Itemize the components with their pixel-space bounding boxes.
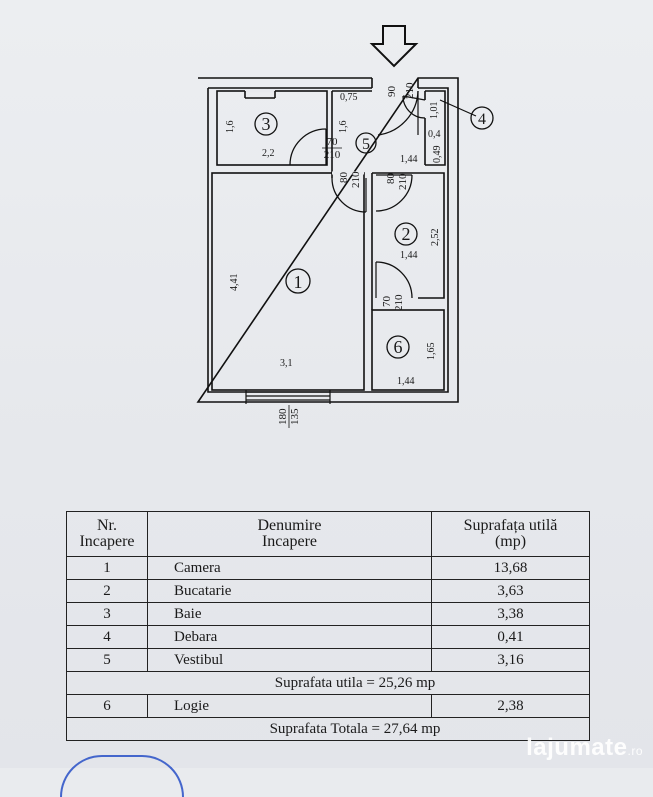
dim-label: 1,01 [429, 102, 440, 120]
cell-nr: 3 [66, 602, 148, 626]
dim-label: 0,75 [340, 92, 358, 103]
dim-label: 80 [338, 172, 350, 184]
dim-label: 1,44 [400, 250, 418, 261]
vestibule-walls [331, 90, 372, 178]
cell-area: 3,38 [431, 602, 590, 626]
room-number-3: 3 [262, 114, 271, 134]
header-nr: Nr. Incapere [66, 511, 148, 557]
room-number-4: 4 [478, 111, 486, 128]
dim-label: 70 [381, 296, 393, 308]
loggia-door-swing [375, 261, 413, 299]
cell-name: Debara [147, 625, 432, 649]
dim-label: 1,6 [338, 121, 349, 134]
area-table: Nr. Incapere Denumire Incapere Suprafața… [66, 511, 590, 741]
table-row: 1 Camera 13,68 [66, 556, 590, 580]
stamp-seal-icon [60, 755, 184, 797]
total-text: Suprafata Totala = 27,64 mp [66, 717, 590, 741]
outer-walls [196, 77, 459, 403]
dim-label: 180 [277, 408, 289, 425]
header-area: Suprafața utilă (mp) [431, 511, 590, 557]
dim-label: 2,52 [430, 229, 441, 247]
dim-label: 210 [393, 294, 405, 311]
cell-name: Logie [147, 694, 432, 718]
room-marker-5 [355, 132, 377, 154]
cell-nr: 2 [66, 579, 148, 603]
cell-area: 3,16 [431, 648, 590, 672]
kitchen-door-swing [375, 174, 413, 212]
room-number-5: 5 [362, 136, 370, 153]
table-row: 4 Debara 0,41 [66, 625, 590, 649]
window [245, 390, 331, 404]
kitchen-walls [371, 172, 445, 310]
table-row: 3 Baie 3,38 [66, 602, 590, 626]
room-walls [211, 171, 365, 391]
dim-label: 135 [289, 408, 301, 425]
closet-walls [424, 90, 446, 166]
watermark-brand: lajumate [526, 734, 628, 761]
dim-label: 210 [324, 149, 341, 161]
cell-name: Bucatarie [147, 579, 432, 603]
dim-label: 1,44 [397, 376, 415, 387]
room-door-swing [331, 177, 367, 213]
room-number-1: 1 [294, 272, 303, 292]
room-marker-4 [470, 106, 494, 130]
cell-name: Camera [147, 556, 432, 580]
loggia-walls [371, 309, 445, 391]
room-marker-1 [285, 268, 311, 294]
cell-area: 2,38 [431, 694, 590, 718]
room-number-6: 6 [394, 337, 403, 357]
dim-label: 90 [386, 86, 398, 98]
dim-label: 80 [385, 173, 397, 185]
room-number-2: 2 [402, 224, 411, 244]
cell-nr: 1 [66, 556, 148, 580]
dim-label: 3,1 [280, 358, 293, 369]
cell-nr: 4 [66, 625, 148, 649]
cell-name: Baie [147, 602, 432, 626]
dim-label: 210 [404, 82, 416, 99]
cell-area: 3,63 [431, 579, 590, 603]
table-row: 6 Logie 2,38 [66, 694, 590, 718]
dim-label: 1,65 [426, 343, 437, 361]
bathroom-door-swing [289, 128, 327, 166]
cell-name: Vestibul [147, 648, 432, 672]
cell-nr: 6 [66, 694, 148, 718]
table-row: 2 Bucatarie 3,63 [66, 579, 590, 603]
entrance-arrow-icon [369, 25, 419, 68]
dim-label: 4,41 [229, 274, 240, 292]
cell-area: 0,41 [431, 625, 590, 649]
dim-label: 0,49 [432, 146, 443, 164]
bathroom-walls [216, 89, 328, 166]
subtotal-text: Suprafata utila = 25,26 mp [66, 671, 590, 695]
cell-area: 13,68 [431, 556, 590, 580]
watermark-tld: .ro [627, 744, 643, 758]
entrance-door-swing [377, 90, 419, 136]
room-marker-3 [254, 112, 278, 136]
dim-label: 2,2 [262, 148, 275, 159]
dim-label: 1,6 [225, 121, 236, 134]
dim-label: 0,4 [428, 129, 441, 140]
cell-nr: 5 [66, 648, 148, 672]
floor-plan: 3 5 4 1 2 6 0,75 90 210 1,01 0,4 0,49 1,… [196, 25, 494, 428]
subtotal-row: Suprafata utila = 25,26 mp [66, 671, 590, 695]
room-marker-2 [394, 222, 418, 246]
dim-label: 210 [397, 173, 409, 190]
room-marker-6 [386, 335, 410, 359]
dim-label: 70 [327, 136, 339, 148]
header-name: Denumire Incapere [147, 511, 432, 557]
watermark-logo: lajumate.ro [526, 734, 643, 762]
dim-label: 1,44 [400, 154, 418, 165]
dim-label: 210 [350, 171, 362, 188]
table-row: 5 Vestibul 3,16 [66, 648, 590, 672]
total-row: Suprafata Totala = 27,64 mp [66, 717, 590, 741]
